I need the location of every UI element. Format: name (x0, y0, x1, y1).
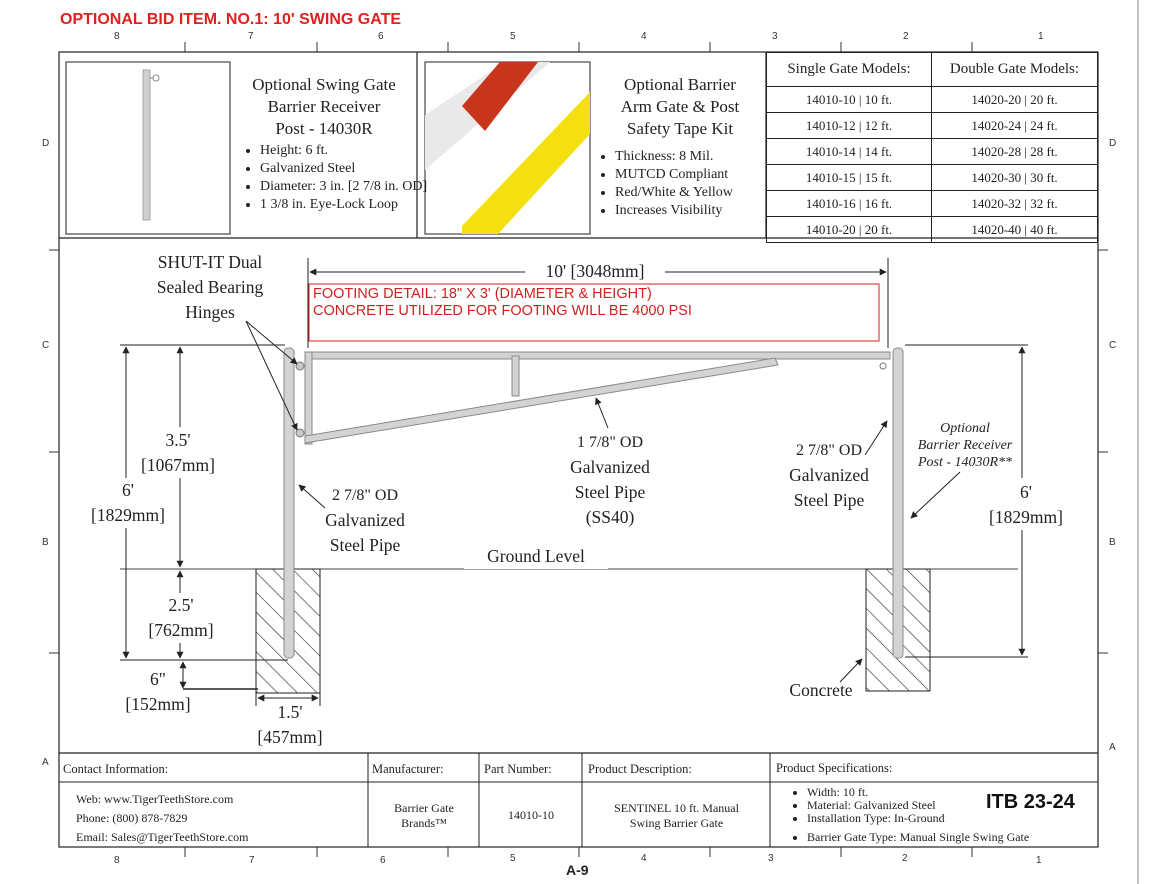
contact-header: Contact Information: (63, 762, 169, 776)
left-pipe-callout: 2 7/8" OD Galvanized Steel Pipe (325, 487, 405, 555)
specifications-header: Product Specifications: (776, 761, 893, 775)
single-model-cell: 14010-16 | 16 ft. (766, 190, 932, 217)
part-number-header: Part Number: (484, 762, 552, 776)
single-models-header: Single Gate Models: (766, 52, 932, 87)
tape-kit-specs: Thickness: 8 Mil. MUTCD Compliant Red/Wh… (597, 148, 783, 220)
spec-item: Width: 10 ft. (807, 786, 1007, 799)
spec-item: 1 3/8 in. Eye-Lock Loop (260, 196, 430, 214)
double-model-cell: 14020-30 | 30 ft. (931, 164, 1098, 191)
contact-info: Web: www.TigerTeethStore.com Phone: (800… (76, 792, 249, 844)
grid-col-4-bottom: 4 (641, 853, 647, 864)
single-model-cell: 14010-15 | 15 ft. (766, 164, 932, 191)
receiver-post-note: Optional Barrier Receiver Post - 14030R*… (917, 421, 1013, 470)
manufacturer-header: Manufacturer: (372, 762, 444, 776)
footing-note: FOOTING DETAIL: 18" X 3' (DIAMETER & HEI… (313, 286, 692, 319)
grid-col-7-top: 7 (248, 31, 254, 42)
safety-tape-image (425, 62, 590, 234)
single-model-cell: 14010-20 | 20 ft. (766, 216, 932, 243)
grid-col-7-bottom: 7 (249, 855, 255, 866)
grid-col-3-top: 3 (772, 31, 778, 42)
dim-6-in: 6" [152mm] (125, 669, 191, 714)
spec-item: Barrier Gate Type: Manual Single Swing G… (807, 831, 1107, 844)
spec-item: Material: Galvanized Steel (807, 799, 1007, 812)
spec-item: Diameter: 3 in. [2 7/8 in. OD] (260, 178, 430, 196)
upper-hinge (295, 361, 305, 371)
dim-2-5-ft: 2.5' [762mm] (133, 593, 229, 643)
spec-item: Galvanized Steel (260, 160, 430, 178)
dim-6-ft-right: 6' [1829mm] (976, 480, 1076, 530)
single-model-cell: 14010-10 | 10 ft. (766, 86, 932, 113)
gate-arm (304, 351, 891, 445)
spec-item: MUTCD Compliant (615, 166, 783, 184)
gate-models-table: Single Gate Models: Double Gate Models: … (766, 52, 1098, 243)
double-model-cell: 14020-32 | 32 ft. (931, 190, 1098, 217)
left-post (283, 347, 295, 659)
grid-row-c-right: C (1109, 340, 1117, 351)
grid-col-8-top: 8 (114, 31, 120, 42)
grid-row-d-right: D (1109, 138, 1117, 149)
center-pipe-callout: 1 7/8" OD Galvanized Steel Pipe (SS40) (570, 434, 650, 527)
grid-col-1-bottom: 1 (1036, 855, 1042, 866)
spec-item: Installation Type: In-Ground (807, 812, 1007, 825)
receiver-post-image-frame (65, 61, 231, 235)
single-model-cell: 14010-12 | 12 ft. (766, 112, 932, 139)
grid-col-5-top: 5 (510, 31, 516, 42)
width-dimension: 10' [3048mm] (545, 261, 645, 281)
grid-col-3-bottom: 3 (768, 853, 774, 864)
single-model-cell: 14010-14 | 14 ft. (766, 138, 932, 165)
grid-col-8-bottom: 8 (114, 855, 120, 866)
double-model-cell: 14020-40 | 40 ft. (931, 216, 1098, 243)
dim-6-ft-left: 6' [1829mm] (80, 478, 176, 528)
lower-hinge (295, 428, 305, 438)
grid-col-1-top: 1 (1038, 31, 1044, 42)
grid-col-6-top: 6 (378, 31, 384, 42)
page-number: A-9 (566, 862, 589, 878)
double-model-cell: 14020-24 | 24 ft. (931, 112, 1098, 139)
grid-col-2-top: 2 (903, 31, 909, 42)
description-header: Product Description: (588, 762, 692, 776)
spec-item: Red/White & Yellow (615, 184, 783, 202)
grid-col-2-bottom: 2 (902, 853, 908, 864)
tape-kit-title: Optional Barrier Arm Gate & Post Safety … (620, 75, 740, 138)
grid-row-b-left: B (42, 537, 49, 548)
grid-row-c-left: C (42, 340, 50, 351)
footing-note-box (308, 283, 880, 342)
dim-3-5-ft: 3.5' [1067mm] (128, 428, 228, 478)
grid-col-6-bottom: 6 (380, 855, 386, 866)
manufacturer-value: Barrier Gate Brands™ (394, 801, 454, 830)
ground-level-label: Ground Level (464, 544, 608, 569)
itb-number: ITB 23-24 (986, 791, 1075, 813)
grid-row-d-left: D (42, 138, 50, 149)
receiver-post-image (142, 69, 151, 221)
grid-col-4-top: 4 (641, 31, 647, 42)
dim-1-5-ft: 1.5' [457mm] (257, 702, 323, 747)
description-value: SENTINEL 10 ft. Manual Swing Barrier Gat… (614, 801, 739, 830)
concrete-label: Concrete (789, 680, 853, 700)
spec-item: Height: 6 ft. (260, 142, 430, 160)
double-model-cell: 14020-28 | 28 ft. (931, 138, 1098, 165)
specifications-list: Width: 10 ft. Material: Galvanized Steel… (793, 786, 1007, 825)
spec-item: Increases Visibility (615, 202, 783, 220)
page-title: OPTIONAL BID ITEM. NO.1: 10' SWING GATE (60, 11, 402, 28)
hinges-callout: SHUT-IT Dual Sealed Bearing Hinges (156, 252, 264, 322)
receiver-post-title: Optional Swing Gate Barrier Receiver Pos… (252, 75, 396, 138)
right-pipe-callout: 2 7/8" OD Galvanized Steel Pipe (789, 442, 869, 510)
grid-row-b-right: B (1109, 537, 1116, 548)
part-number-value: 14010-10 (508, 808, 554, 822)
double-model-cell: 14020-20 | 20 ft. (931, 86, 1098, 113)
receiver-post-specs: Height: 6 ft. Galvanized Steel Diameter:… (242, 142, 430, 214)
grid-row-a-right: A (1109, 742, 1116, 753)
specifications-list-gate-type: Barrier Gate Type: Manual Single Swing G… (793, 831, 1107, 844)
spec-item: Thickness: 8 Mil. (615, 148, 783, 166)
grid-col-5-bottom: 5 (510, 853, 516, 864)
grid-row-a-left: A (42, 757, 49, 768)
double-models-header: Double Gate Models: (931, 52, 1098, 87)
right-receiver-post (892, 347, 904, 659)
